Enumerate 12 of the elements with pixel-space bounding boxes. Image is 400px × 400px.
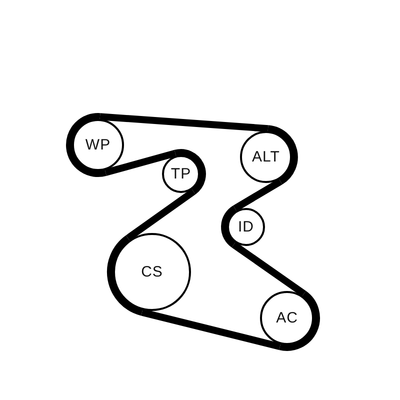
- belt-segment: [100, 113, 268, 132]
- pulley-label: WP: [85, 138, 111, 152]
- belt-segment: [126, 188, 196, 242]
- pulley-label: ID: [238, 220, 254, 234]
- belt-segment: [104, 150, 176, 176]
- pulley-label: AC: [276, 310, 298, 326]
- pulley-label: CS: [141, 264, 163, 280]
- belt-segment: [232, 242, 306, 297]
- pulley-label: ALT: [252, 150, 280, 164]
- pulley-label: TP: [170, 166, 192, 182]
- belt-segment: [233, 178, 282, 212]
- belt-segment: [141, 308, 281, 350]
